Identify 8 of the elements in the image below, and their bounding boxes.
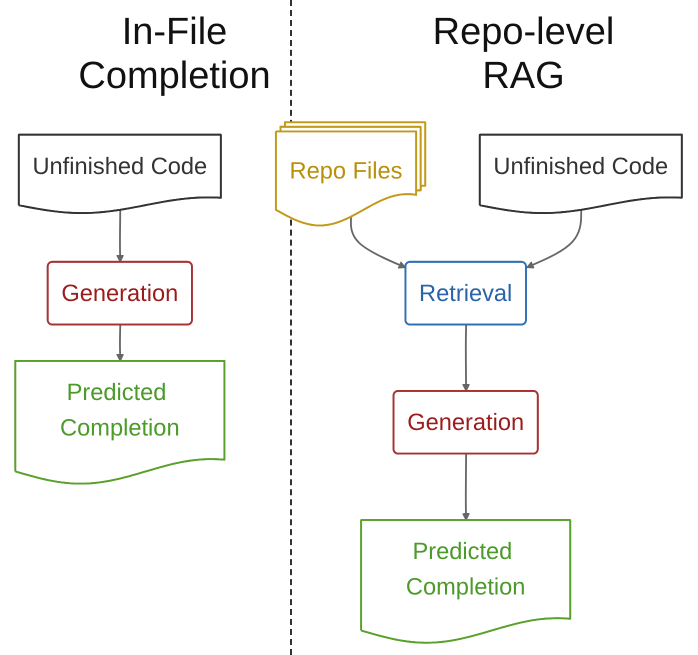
arrow	[462, 324, 471, 392]
column-heading: In-File Completion	[77, 11, 272, 99]
arrow	[350, 217, 407, 268]
column-heading: Repo-level RAG	[432, 11, 616, 99]
arrow	[116, 324, 125, 362]
arrow	[462, 454, 470, 521]
arrow	[116, 210, 125, 263]
arrow	[526, 210, 583, 268]
